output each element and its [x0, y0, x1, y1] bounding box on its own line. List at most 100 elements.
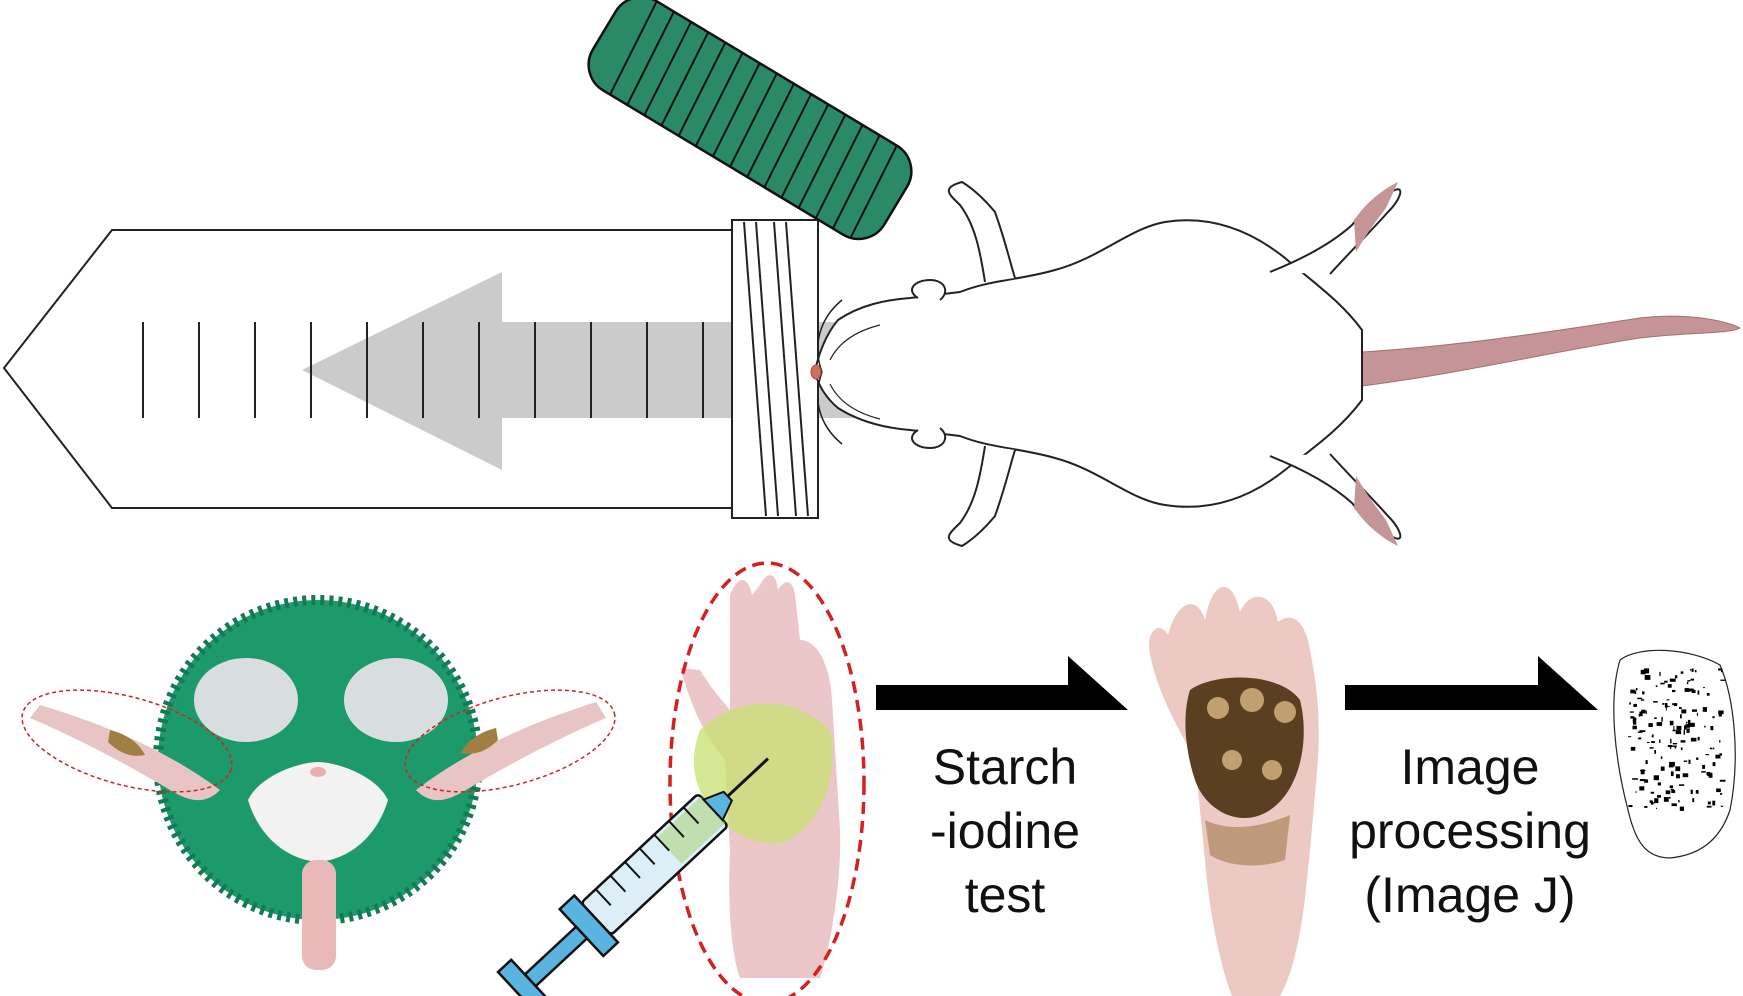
binary-pixel-blob	[1668, 796, 1671, 799]
binary-pixel-blob	[1634, 690, 1637, 694]
stained-paw-photo	[1149, 586, 1319, 996]
binary-pixel-blob	[1653, 775, 1659, 781]
binary-pixel-blob	[1707, 801, 1711, 805]
binary-pixel-blob	[1672, 689, 1676, 693]
binary-pixel-blob	[1670, 744, 1672, 749]
step-label-line: -iodine	[929, 803, 1081, 859]
binary-pixel-blob	[1637, 731, 1643, 733]
binary-pixel-blob	[1654, 798, 1659, 804]
binary-pixel-blob	[1720, 805, 1724, 807]
binary-pixel-blob	[1659, 671, 1661, 676]
binary-pixel-blob	[1706, 693, 1710, 696]
binary-pixel-blob	[1676, 725, 1682, 730]
binary-pixel-blob	[1666, 699, 1670, 701]
cap-ridge	[780, 103, 830, 199]
binary-pixel-blob	[1645, 760, 1648, 765]
binary-pixel-blob	[1649, 800, 1653, 803]
binary-pixel-blob	[1644, 675, 1651, 680]
step-label-image-processing: Image processing (Image J)	[1330, 735, 1610, 927]
binary-pixel-blob	[1653, 701, 1658, 703]
binary-pixel-blob	[1702, 707, 1707, 712]
process-arrow-icon	[1345, 656, 1598, 710]
binary-pixel-blob	[1655, 685, 1658, 687]
binary-pixel-blob	[1669, 761, 1675, 767]
step-label-line: (Image J)	[1364, 867, 1576, 923]
binary-pixel-blob	[1629, 711, 1634, 713]
binary-pixel-blob	[1659, 739, 1661, 743]
binary-pixel-blob	[1697, 690, 1700, 695]
binary-pixel-blob	[1644, 806, 1648, 808]
binary-pixel-blob	[1718, 710, 1724, 715]
cap-ridge	[609, 0, 658, 96]
binary-pixel-blob	[1630, 689, 1635, 694]
binary-pixel-blob	[1667, 745, 1673, 748]
binary-pixel-blob	[1680, 714, 1682, 719]
binary-pixel-blob	[1673, 726, 1675, 731]
binary-pixel-blob	[1657, 782, 1661, 786]
binary-pixel-blob	[1690, 678, 1694, 681]
binary-pixel-blob	[1651, 741, 1655, 743]
binary-pixel-blob	[1647, 741, 1650, 743]
binary-pixel-blob	[1691, 690, 1696, 693]
binary-pixel-blob	[1665, 790, 1671, 795]
step-label-line: Image	[1400, 739, 1540, 795]
binary-pixel-blob	[1694, 670, 1697, 673]
binary-pixel-blob	[1709, 747, 1713, 750]
binary-pixel-blob	[1690, 737, 1697, 742]
binary-pixel-blob	[1639, 779, 1646, 782]
binary-pixel-blob	[1686, 721, 1688, 724]
binary-pixel-blob	[1676, 774, 1680, 779]
binary-pixel-blob	[1704, 725, 1706, 728]
mouse-outline-icon	[810, 180, 1741, 548]
binary-pixel-blob	[1701, 771, 1706, 773]
binary-pixel-blob	[1715, 754, 1721, 759]
right-paw-highlight	[404, 689, 616, 793]
binary-pixel-blob	[1640, 669, 1646, 675]
binary-pixel-blob	[1716, 788, 1721, 793]
binary-pixel-blob	[1628, 736, 1632, 738]
binary-pixel-blob	[1675, 766, 1681, 772]
cap-ridge	[626, 11, 675, 106]
binary-pixel-blob	[1660, 682, 1665, 685]
binary-pixel-blob	[1670, 771, 1674, 777]
binary-pixel-blob	[1669, 678, 1676, 682]
step-label-line: processing	[1349, 803, 1591, 859]
cap-restraint-photo	[21, 595, 616, 970]
binary-pixel-blob	[1675, 730, 1682, 735]
binary-pixel-blob	[1696, 757, 1699, 760]
binary-pixel-blob	[1680, 671, 1684, 674]
cap-ridge	[660, 31, 710, 126]
binary-pixel-blob	[1654, 750, 1656, 754]
binary-pixel-blob	[1648, 723, 1653, 727]
binary-pixel-blob	[1688, 759, 1691, 764]
binary-pixel-blob	[1660, 756, 1663, 760]
mouse-tail	[1361, 315, 1741, 387]
binary-pixel-blob	[1712, 716, 1715, 719]
binary-pixel-blob	[1639, 711, 1643, 717]
binary-pixel-blob	[1632, 778, 1639, 780]
binary-pixel-blob	[1667, 684, 1672, 688]
binary-pixel-blob	[1639, 730, 1646, 732]
binary-pixel-blob	[1702, 765, 1705, 769]
binary-pixel-blob	[1670, 788, 1674, 791]
binary-pixel-blob	[1688, 688, 1694, 692]
binary-pixel-blob	[1649, 747, 1654, 749]
binary-pixel-blob	[1662, 703, 1665, 705]
step-label-line: test	[964, 867, 1046, 923]
binary-pixel-blob	[1661, 717, 1663, 722]
binary-pixel-blob	[1703, 764, 1706, 769]
step-label-line: Starch	[932, 739, 1078, 795]
binary-pixel-blob	[1665, 707, 1667, 711]
binary-pixel-blob	[1684, 688, 1689, 692]
binary-pixel-blob	[1630, 716, 1635, 719]
binary-pixel-blob	[1718, 713, 1722, 717]
binary-pixel-blob	[1654, 717, 1657, 719]
binary-pixel-blob	[1632, 725, 1637, 730]
binary-pixel-blob	[1638, 737, 1642, 740]
binary-pixel-blob	[1691, 668, 1694, 672]
binary-pixel-blob	[1640, 699, 1645, 701]
binary-pixel-blob	[1671, 803, 1677, 807]
binary-pixel-blob	[1635, 791, 1637, 793]
binary-pixel-blob	[1629, 702, 1631, 705]
